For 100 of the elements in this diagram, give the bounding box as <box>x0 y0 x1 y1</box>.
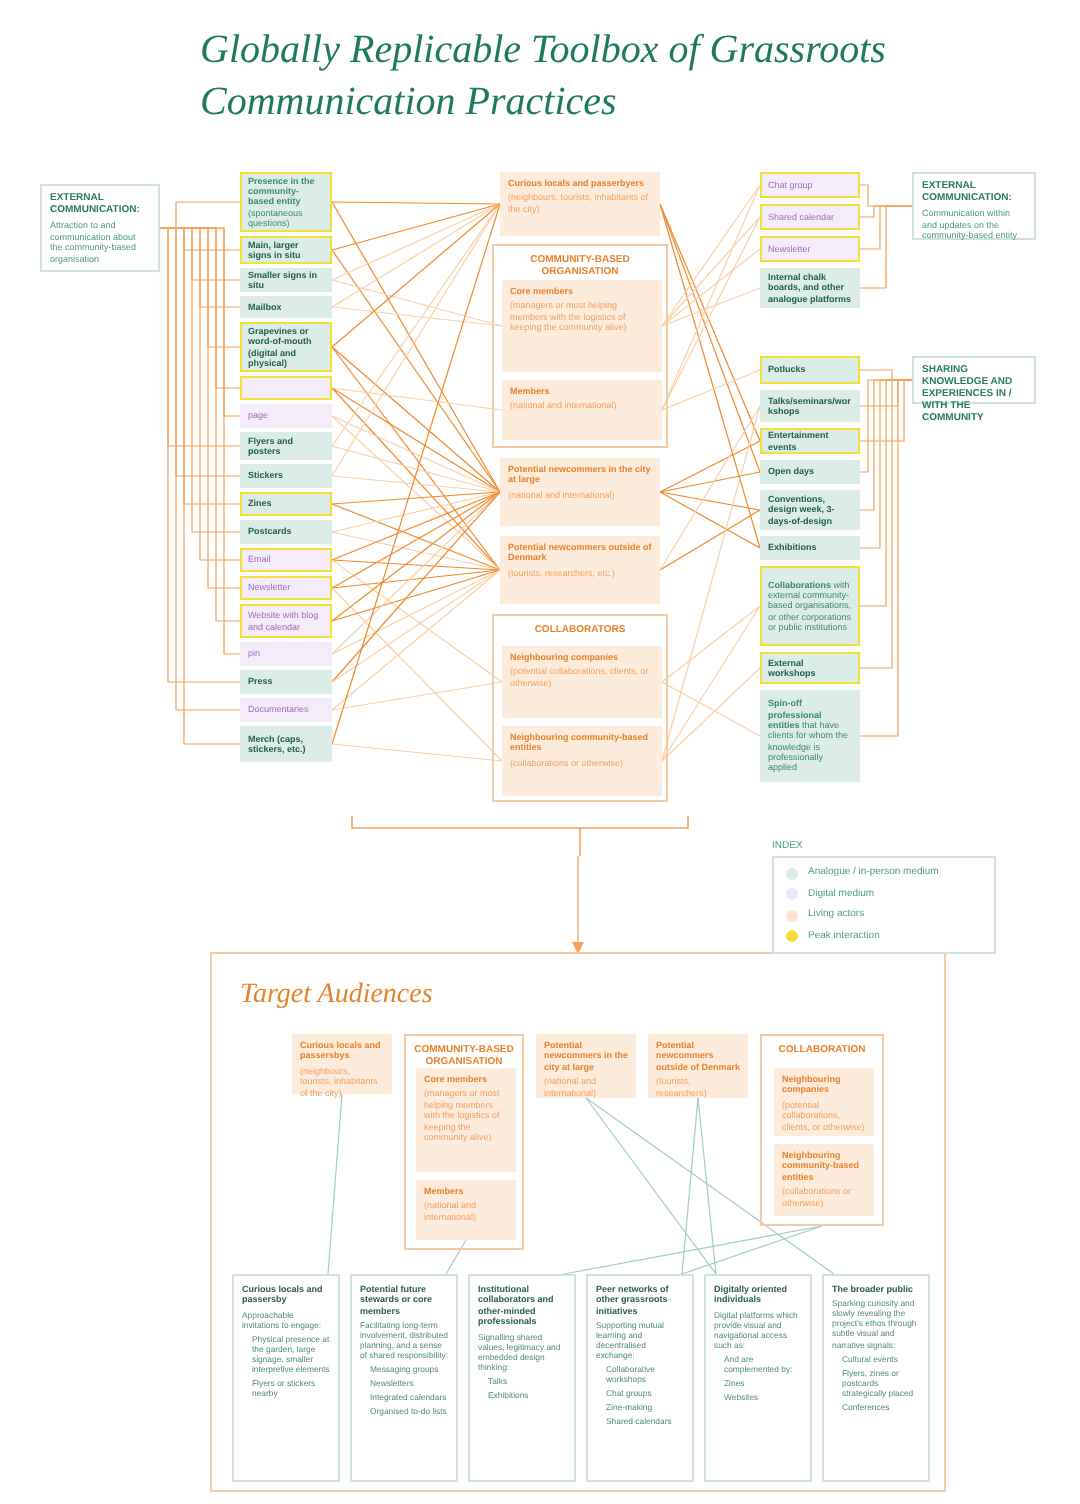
connector-line <box>331 249 501 493</box>
medium-box <box>240 268 332 292</box>
connector-line <box>327 1093 343 1275</box>
connector-line <box>681 1097 699 1275</box>
connector-line <box>859 205 913 289</box>
medium-box <box>240 670 332 694</box>
group-box <box>492 244 668 448</box>
audience-card <box>232 1274 340 1482</box>
medium-box <box>240 492 332 516</box>
audience-box <box>536 1034 636 1098</box>
connector-line <box>331 569 501 711</box>
medium-box <box>240 404 332 428</box>
connector-line <box>331 475 501 493</box>
medium-box <box>240 322 332 372</box>
connector-line <box>661 605 761 762</box>
connector-line <box>331 203 501 308</box>
medium-box <box>760 268 860 308</box>
medium-box <box>240 236 332 264</box>
medium-box <box>760 356 860 384</box>
medium-box <box>760 390 860 422</box>
connector-line <box>331 415 501 571</box>
medium-box <box>240 376 332 400</box>
connector-line <box>331 279 503 327</box>
category-box <box>912 172 1036 240</box>
connector-line <box>331 569 501 655</box>
connector-line <box>659 440 761 493</box>
audience-box <box>500 172 660 236</box>
connector-line <box>331 415 501 493</box>
connector-line <box>661 667 761 762</box>
connector-line <box>331 387 501 493</box>
connector-line <box>331 203 501 745</box>
connector-line <box>331 491 501 533</box>
audience-box <box>500 536 660 604</box>
connector-line <box>661 287 761 327</box>
medium-box <box>240 642 332 666</box>
audience-box <box>502 646 662 718</box>
connector-line <box>585 1097 717 1275</box>
connector-line <box>331 491 501 505</box>
connector-line <box>659 471 761 493</box>
audience-box <box>774 1068 874 1136</box>
connector-line <box>445 1239 467 1275</box>
medium-box <box>240 576 332 600</box>
connector-line <box>659 509 761 571</box>
audience-card <box>822 1274 930 1482</box>
connector-line <box>331 306 503 327</box>
audience-box <box>648 1034 748 1098</box>
audience-box <box>292 1034 392 1094</box>
connector-line <box>661 369 761 411</box>
medium-box <box>240 296 332 318</box>
medium-box <box>760 566 860 646</box>
connector-line <box>661 216 761 327</box>
title: Globally Replicable Toolbox of Grassroots Communication Practices <box>200 26 888 128</box>
medium-box <box>240 464 332 488</box>
connector-line <box>331 491 501 561</box>
audience-box <box>416 1068 516 1172</box>
connector-line <box>661 248 761 327</box>
audience-box <box>502 726 662 796</box>
connector-line <box>661 605 761 683</box>
connector-line <box>331 503 501 571</box>
medium-box <box>240 548 332 572</box>
medium-box <box>240 698 332 722</box>
medium-box <box>240 726 332 762</box>
connector-line <box>563 1225 823 1275</box>
medium-box <box>240 432 332 460</box>
audience-box <box>416 1180 516 1240</box>
connector-line <box>331 681 503 711</box>
group-box <box>404 1034 524 1250</box>
medium-box <box>760 652 860 684</box>
panel <box>210 952 946 1492</box>
category-box <box>40 184 160 272</box>
medium-box <box>760 428 860 454</box>
connector-line <box>585 1097 835 1275</box>
connector-line <box>331 569 501 589</box>
audience-box <box>502 380 662 440</box>
connector-line <box>331 569 501 622</box>
connector-line <box>661 184 761 327</box>
audience-box <box>500 458 660 526</box>
connector-line <box>331 387 501 571</box>
medium-box <box>760 204 860 230</box>
connector-line <box>331 203 501 348</box>
connector-line <box>661 405 761 762</box>
connector-line <box>331 201 501 205</box>
medium-box <box>760 490 860 530</box>
connector-line <box>661 681 761 737</box>
connector-line <box>331 743 503 762</box>
medium-box <box>760 172 860 198</box>
connector-line <box>331 387 503 411</box>
audience-card <box>704 1274 812 1482</box>
connector-line <box>681 1225 823 1275</box>
connector-line <box>331 346 501 571</box>
audience-box <box>502 280 662 372</box>
connector-line <box>859 379 913 737</box>
group-box <box>760 1034 884 1226</box>
medium-box <box>240 604 332 638</box>
medium-box <box>760 236 860 262</box>
medium-box <box>240 520 332 544</box>
connector-line <box>331 203 501 251</box>
connector-line <box>331 491 501 622</box>
connector-line <box>331 587 503 762</box>
medium-box <box>240 172 332 232</box>
